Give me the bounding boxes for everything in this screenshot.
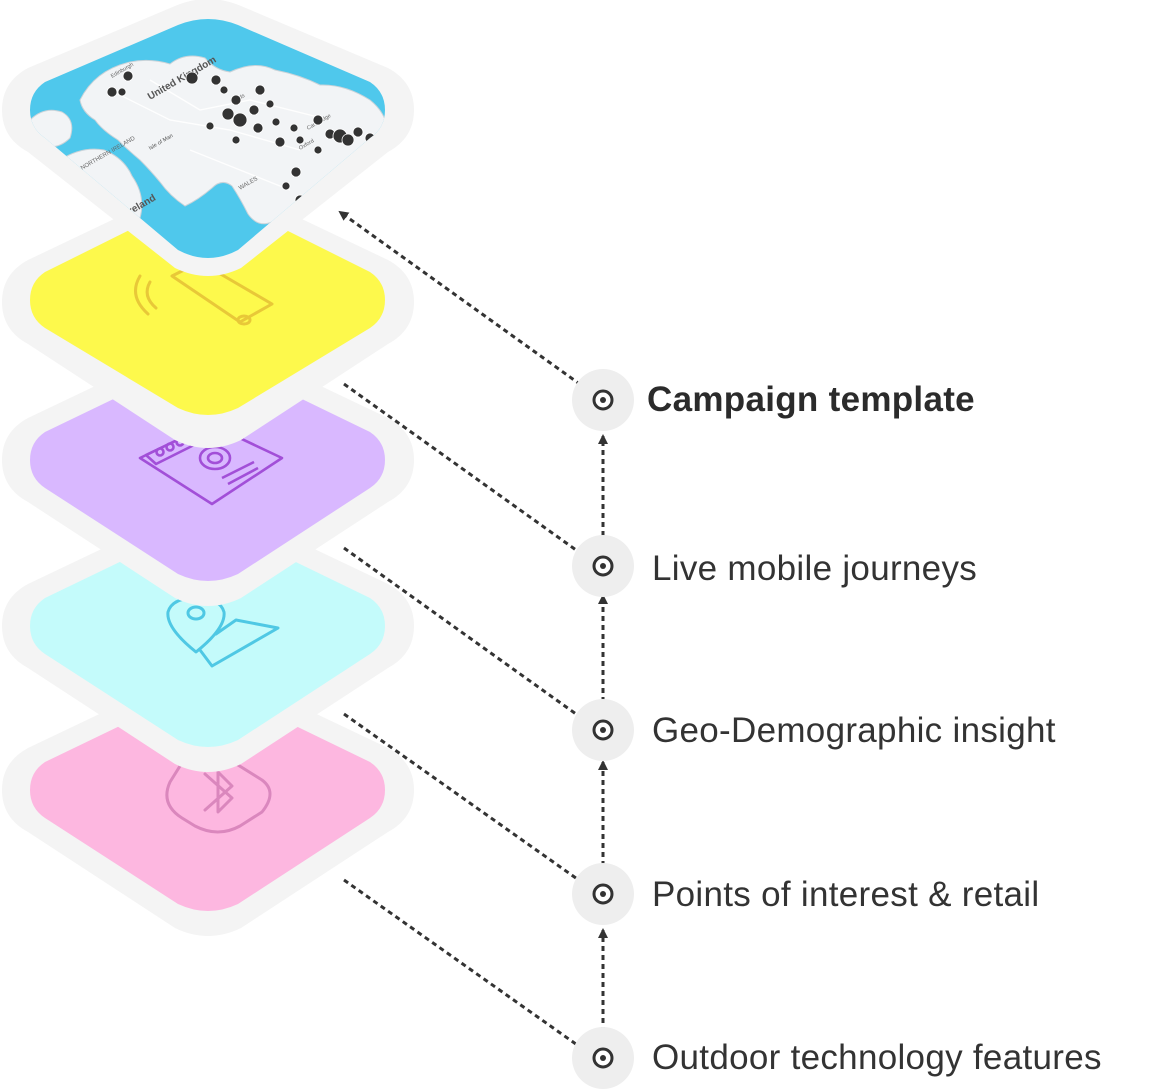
node-campaign <box>572 369 634 431</box>
node-outdoor <box>572 1027 634 1089</box>
node-geo <box>572 699 634 761</box>
layer-bluetooth-tile <box>30 692 385 911</box>
layer-bluetooth <box>2 671 414 936</box>
layer-geo-tile <box>30 528 385 747</box>
timeline <box>338 210 634 1089</box>
connector-geo <box>343 546 591 726</box>
node-journeys <box>572 535 634 597</box>
layer-geo <box>2 507 414 772</box>
label-campaign-template: Campaign template <box>647 380 975 419</box>
layer-id <box>2 341 414 606</box>
label-points-of-interest: Points of interest & retail <box>652 875 1040 914</box>
label-live-mobile-journeys: Live mobile journeys <box>652 549 978 588</box>
node-poi <box>572 863 634 925</box>
layer-id-tile <box>30 362 385 581</box>
label-geo-demographic-insight: Geo-Demographic insight <box>652 711 1056 750</box>
layer-phone <box>2 183 414 448</box>
connector-journeys <box>343 382 591 562</box>
layer-map: United Kingdom NORTHERN IRELAND WALES Is… <box>2 0 414 276</box>
layer-phone-tile <box>30 200 385 415</box>
connector-outdoor <box>343 878 591 1056</box>
label-outdoor-technology: Outdoor technology features <box>652 1038 1102 1077</box>
connector-campaign <box>338 210 589 392</box>
